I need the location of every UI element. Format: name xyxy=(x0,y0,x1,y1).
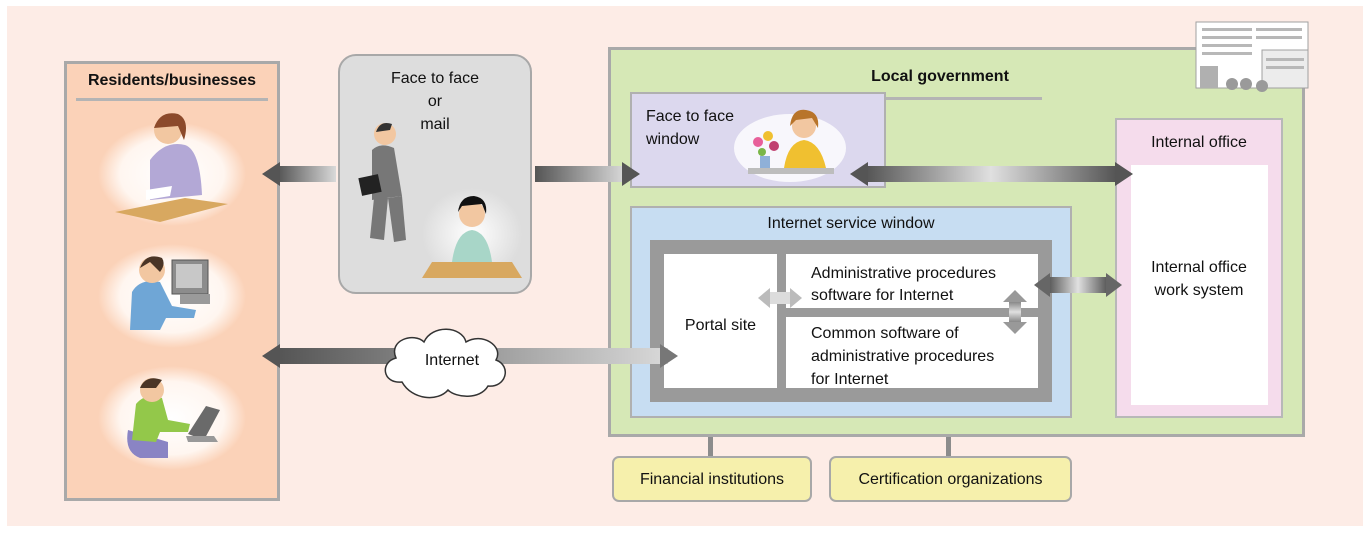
admin-software-line-2: software for Internet xyxy=(811,287,954,304)
person-laptop-icon xyxy=(98,366,246,470)
internal-office-line-2: work system xyxy=(1154,282,1244,299)
common-software-line-3: for Internet xyxy=(811,371,889,388)
certification-organizations-label: Certification organizations xyxy=(858,471,1043,488)
arrow-channel-to-residents xyxy=(262,162,336,186)
arrow-channel-to-window xyxy=(535,162,640,186)
person-computer-icon xyxy=(98,244,246,348)
arrow-admin-internal-office xyxy=(1034,273,1122,297)
common-software-line-1: Common software of xyxy=(811,325,959,342)
internet-cloud-label: Internet xyxy=(424,352,480,369)
financial-institutions-box xyxy=(612,456,812,502)
admin-software-line-1: Administrative procedures xyxy=(811,265,996,282)
arrow-portal-admin xyxy=(758,288,802,308)
common-software-line-2: administrative procedures xyxy=(811,348,995,365)
arrow-window-internal-office xyxy=(850,162,1133,186)
software-divider xyxy=(786,308,1038,317)
window-clerk-icon xyxy=(748,109,834,174)
connector-certification xyxy=(946,437,951,456)
internet-cloud-icon xyxy=(384,328,506,399)
internal-office-inner xyxy=(1131,165,1268,405)
clerk-icon xyxy=(422,188,522,280)
window-line-2: window xyxy=(646,131,700,148)
residents-title: Residents/businesses xyxy=(87,72,257,89)
walking-person-icon xyxy=(358,123,406,242)
internet-service-title: Internet service window xyxy=(767,215,935,232)
portal-site-label: Portal site xyxy=(684,317,757,334)
certification-organizations-box xyxy=(829,456,1072,502)
channel-line-2: or xyxy=(427,93,443,110)
arrow-admin-common xyxy=(1003,290,1027,334)
portal-divider xyxy=(777,254,786,388)
window-line-1: Face to face xyxy=(646,108,735,125)
channel-line-3: mail xyxy=(420,116,450,133)
internal-office-line-1: Internal office xyxy=(1151,259,1247,276)
internal-office-title: Internal office xyxy=(1151,134,1247,151)
local-government-underline xyxy=(824,97,1042,100)
residents-title-underline xyxy=(76,98,268,101)
financial-institutions-label: Financial institutions xyxy=(639,471,785,488)
person-writing-icon xyxy=(98,113,246,226)
channel-line-1: Face to face xyxy=(390,70,480,87)
connector-financial xyxy=(708,437,713,456)
building-icon xyxy=(1195,21,1309,92)
local-government-title: Local government xyxy=(871,68,1009,85)
internet-service-frame xyxy=(650,240,1052,402)
